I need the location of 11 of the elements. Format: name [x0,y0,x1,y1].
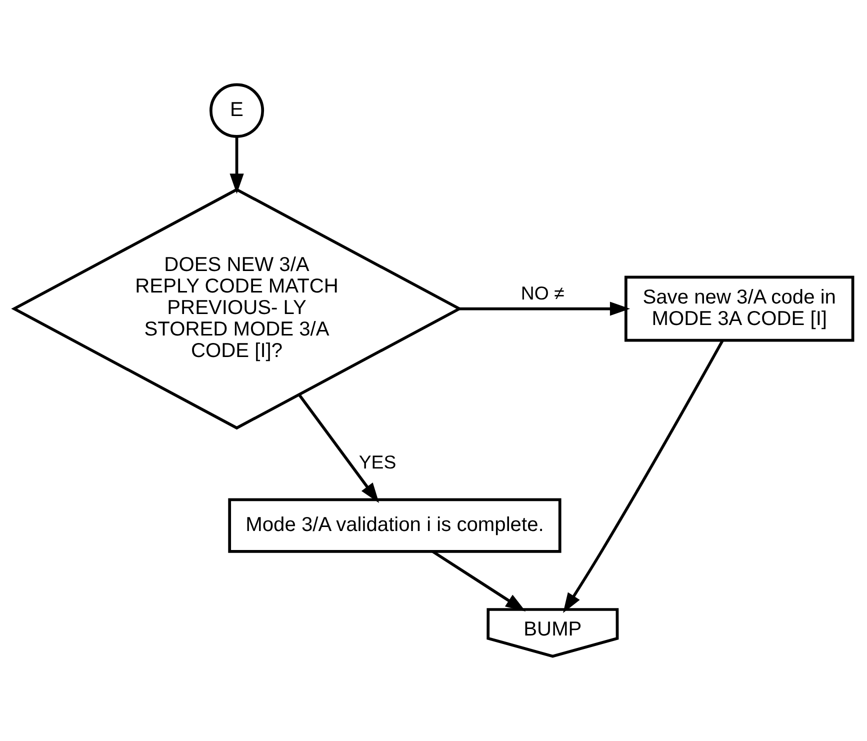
node-box: Save new 3/A code in MODE 3A CODE [I] [624,276,854,342]
arrow [432,550,526,612]
edge-label: YES [358,452,396,473]
node-box: Mode 3/A validation i is complete. [228,498,562,553]
node-diamond: DOES NEW 3/A REPLY CODE MATCH PREVIOUS- LY STORED MODE 3/A CODE [I]? [11,188,462,430]
arrow [230,136,244,194]
arrow [459,302,630,316]
arrow [298,394,380,503]
node-circle: E [210,83,264,138]
arrow [563,340,724,614]
edge-label: NO ≠ [520,282,564,304]
